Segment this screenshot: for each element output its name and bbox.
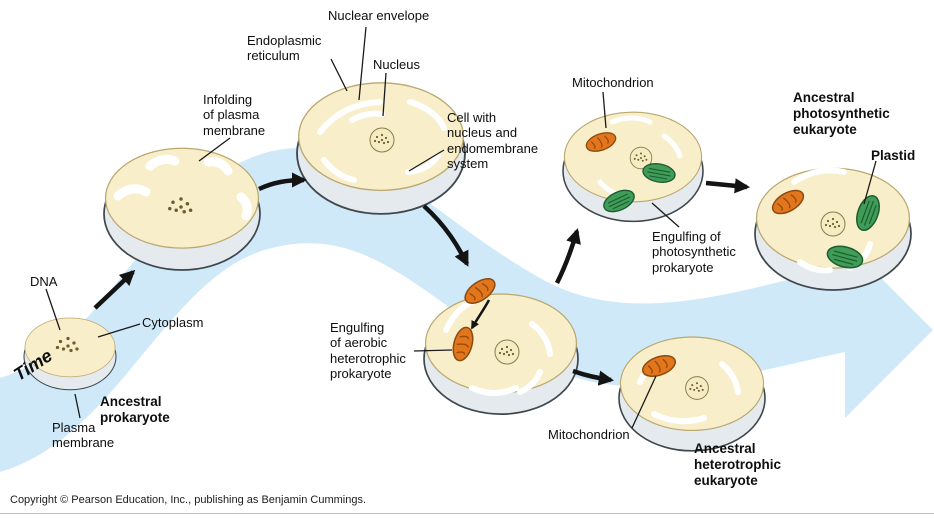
leader-nuclear-envelope [358, 26, 367, 101]
leader-plasma-membrane [74, 393, 81, 419]
cell-ancestral-prokaryote [23, 317, 117, 391]
arrow-step-1 [93, 269, 136, 310]
leader-endoplasmic-reticulum [330, 58, 348, 92]
stage-arrows [93, 172, 751, 386]
bottom-border [0, 513, 934, 514]
arrow-step-2 [258, 172, 308, 192]
cell-endomembrane [296, 81, 466, 215]
cell-engulfing-aerobic [423, 273, 579, 415]
arrow-step-5 [705, 178, 751, 194]
nucleus [821, 212, 845, 236]
copyright-text: Copyright © Pearson Education, Inc., pub… [10, 494, 367, 506]
leader-engulfing-photosynthetic [651, 202, 680, 228]
leader-nucleus [382, 72, 387, 117]
leader-infolding [198, 137, 231, 162]
leader-plastid [863, 160, 877, 205]
cell-photosynthetic-eukaryote [754, 167, 912, 291]
leader-dna [45, 288, 61, 331]
leader-cell-with-nucleus [408, 149, 445, 172]
cell-infolding [103, 147, 261, 271]
leader-lines [45, 26, 877, 429]
arrow-step-4 [554, 228, 581, 285]
er-membranes [317, 99, 447, 183]
arrow-step-3 [422, 204, 470, 267]
leader-mitochondrion-bottom [631, 375, 657, 429]
cell-heterotrophic-eukaryote [618, 336, 766, 452]
leader-engulfing-aerobic [413, 349, 453, 352]
arrow-step-6 [572, 368, 615, 386]
er-membranes [443, 295, 553, 396]
nucleus [495, 340, 519, 364]
nucleus [686, 377, 709, 400]
cell-engulfing-photosynthetic [562, 111, 704, 223]
leader-cytoplasm [97, 323, 141, 338]
leader-mitochondrion-top [602, 91, 607, 129]
nucleus [370, 128, 394, 152]
engulf-arrow [470, 299, 491, 330]
membrane-infolds [113, 154, 252, 221]
